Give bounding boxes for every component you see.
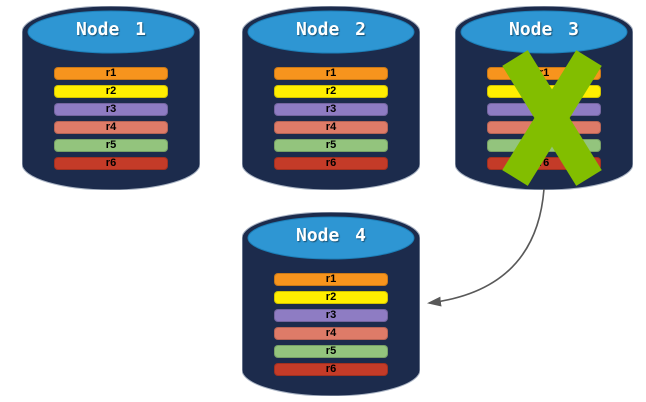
- record-label: r6: [325, 363, 337, 375]
- record-label: r3: [105, 103, 117, 115]
- cylinder-top: [247, 216, 415, 260]
- cylinder-top: [460, 10, 628, 54]
- node-title: Node 3: [508, 19, 580, 40]
- record-label: r2: [325, 85, 337, 97]
- node-title: Node 2: [295, 19, 367, 40]
- record-bar-r4: r4: [274, 327, 388, 340]
- record-list: r1 r2 r3 r4 r5 r6: [274, 67, 388, 175]
- node-1: Node 1 r1 r2 r3 r4 r5 r6: [22, 6, 200, 190]
- record-bar-r5: r5: [274, 139, 388, 152]
- record-label: r5: [325, 139, 337, 151]
- node-4: Node 4 r1 r2 r3 r4 r5 r6: [242, 212, 420, 396]
- record-label: r3: [325, 309, 337, 321]
- record-bar-r1: r1: [54, 67, 168, 80]
- cylinder-top: [27, 10, 195, 54]
- failure-x-icon: [502, 50, 602, 186]
- record-bar-r2: r2: [274, 291, 388, 304]
- record-label: r5: [105, 139, 117, 151]
- record-list: r1 r2 r3 r4 r5 r6: [54, 67, 168, 175]
- record-label: r4: [105, 121, 117, 133]
- record-bar-r6: r6: [274, 157, 388, 170]
- record-bar-r2: r2: [274, 85, 388, 98]
- record-label: r2: [105, 85, 117, 97]
- record-label: r6: [325, 157, 337, 169]
- record-label: r4: [325, 121, 337, 133]
- node-title: Node 4: [295, 225, 367, 246]
- record-label: r1: [105, 67, 117, 79]
- record-label: r6: [105, 157, 117, 169]
- failover-arrow-path: [427, 188, 545, 307]
- record-label: r1: [325, 273, 337, 285]
- node-2: Node 2 r1 r2 r3 r4 r5 r6: [242, 6, 420, 190]
- record-bar-r2: r2: [54, 85, 168, 98]
- record-bar-r1: r1: [274, 67, 388, 80]
- record-bar-r6: r6: [54, 157, 168, 170]
- record-label: r1: [325, 67, 337, 79]
- node-title: Node 1: [75, 19, 147, 40]
- record-label: r6: [538, 157, 550, 169]
- record-bar-r3: r3: [274, 103, 388, 116]
- record-bar-r5: r5: [274, 345, 388, 358]
- record-bar-r3: r3: [54, 103, 168, 116]
- record-label: r1: [538, 67, 550, 79]
- record-label: r5: [325, 345, 337, 357]
- record-bar-r3: r3: [274, 309, 388, 322]
- record-label: r3: [325, 103, 337, 115]
- failover-arrow: [427, 188, 545, 307]
- record-label: r4: [325, 327, 337, 339]
- record-bar-r4: r4: [274, 121, 388, 134]
- record-list: r1 r2 r3 r4 r5 r6: [274, 273, 388, 381]
- record-bar-r1: r1: [274, 273, 388, 286]
- record-bar-r5: r5: [54, 139, 168, 152]
- record-bar-r4: r4: [54, 121, 168, 134]
- record-bar-r6: r6: [274, 363, 388, 376]
- record-label: r2: [325, 291, 337, 303]
- cylinder-top: [247, 10, 415, 54]
